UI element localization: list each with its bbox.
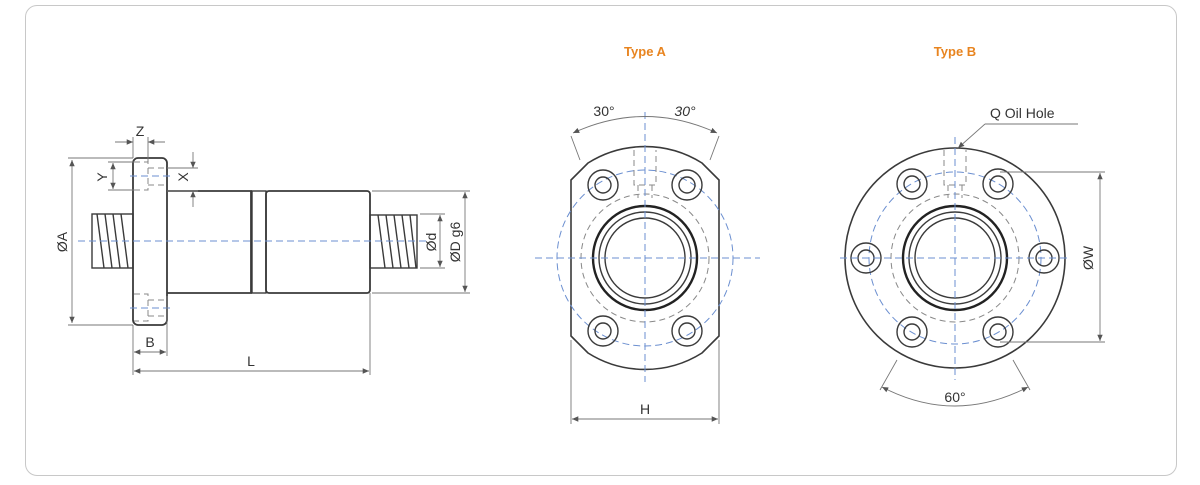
type-a-flange	[570, 145, 720, 371]
type-a-view: Type A 30° 30° H	[535, 44, 760, 424]
type-b-view: Type B Q Oil Hole ØW 60°	[840, 44, 1105, 407]
dim-d-label: Ød	[423, 233, 439, 252]
dim-x-label: X	[175, 172, 191, 182]
type-a-angle-right: 30°	[674, 103, 696, 119]
dim-a-label: ØA	[54, 231, 70, 252]
dim-D-label: ØD g6	[447, 222, 463, 263]
nut-body	[167, 190, 371, 294]
dim-h-label: H	[640, 401, 650, 417]
dim-z-label: Z	[136, 123, 145, 139]
type-b-title: Type B	[934, 44, 976, 59]
dim-l-label: L	[247, 353, 255, 369]
type-b-angle: 60°	[944, 389, 965, 405]
type-a-title: Type A	[624, 44, 667, 59]
side-view: ØA Z Y X B L Ød ØD g6	[54, 123, 470, 375]
dim-w-label: ØW	[1080, 245, 1096, 270]
type-a-bolt-holes	[587, 169, 703, 347]
oil-hole-label: Q Oil Hole	[990, 105, 1055, 121]
type-a-angle-left: 30°	[593, 103, 614, 119]
dim-y-label: Y	[94, 172, 110, 182]
dim-b-label: B	[145, 334, 154, 350]
